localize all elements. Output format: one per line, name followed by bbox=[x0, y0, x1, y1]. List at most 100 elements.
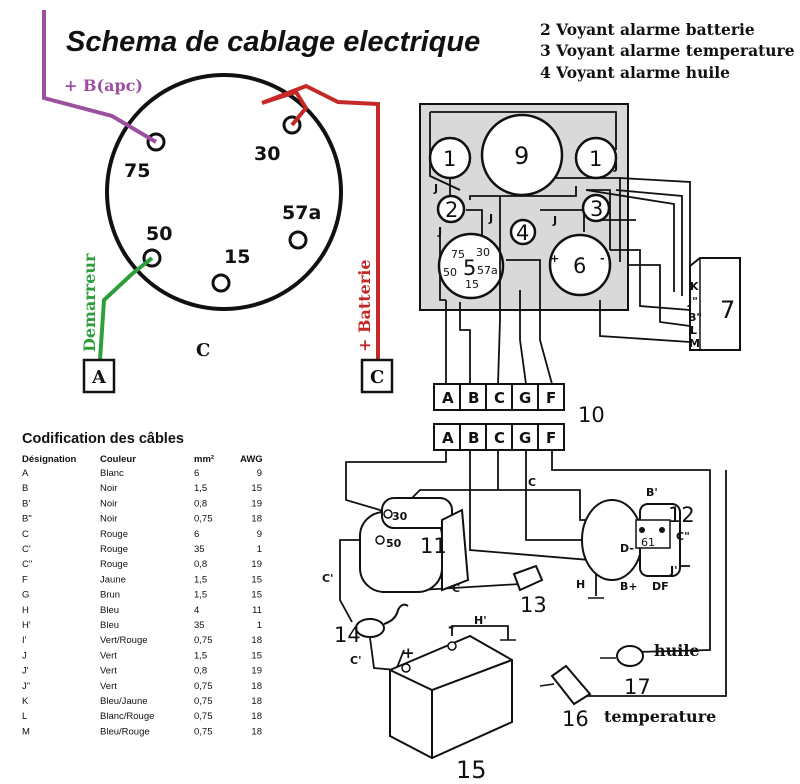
table-header-awg: AWG bbox=[240, 454, 263, 465]
battery-label-15: 15 bbox=[456, 756, 487, 784]
mini-pin-50: 50 bbox=[443, 266, 457, 279]
table-header-mm2: mm² bbox=[194, 454, 214, 465]
connector-7-pin-m: M bbox=[689, 337, 700, 350]
table-cell: 9 bbox=[257, 468, 262, 479]
wire-mark-c-2: C bbox=[452, 582, 460, 595]
table-cell: 0,8 bbox=[194, 666, 207, 677]
starter-wire-label: Demarreur bbox=[80, 253, 99, 352]
ignition-switch: 75 30 50 57a 15 C bbox=[105, 73, 343, 361]
table-cell: Bleu/Rouge bbox=[100, 726, 150, 737]
connector-10-bottom: A B C G F bbox=[433, 423, 565, 451]
table-cell: 18 bbox=[251, 635, 262, 646]
starter-pin-30: 30 bbox=[392, 510, 408, 523]
table-cell: Vert bbox=[100, 681, 117, 692]
terminal-15 bbox=[211, 273, 231, 293]
switch-label: C bbox=[196, 340, 210, 361]
panel-j-mark-5: J bbox=[613, 160, 618, 173]
oil-sensor-17: 17 huile bbox=[600, 641, 700, 699]
legend-item-temperature: 3 Voyant alarme temperature bbox=[540, 41, 795, 60]
connector-10-bottom-f: F bbox=[546, 429, 556, 447]
table-cell: Blanc/Rouge bbox=[100, 711, 154, 722]
warning-lamp-2 bbox=[436, 194, 466, 224]
apc-wire-label: + B(apc) bbox=[64, 76, 143, 95]
table-cell: 1 bbox=[257, 544, 262, 555]
temperature-sensor-16: 16 temperature bbox=[539, 664, 716, 731]
table-cell: J' bbox=[22, 666, 29, 677]
table-cell: 6 bbox=[194, 529, 199, 540]
table-cell: Vert/Rouge bbox=[100, 635, 148, 646]
pin-label-75: 75 bbox=[124, 160, 150, 182]
pin-label-50: 50 bbox=[146, 223, 172, 245]
table-cell: Noir bbox=[100, 514, 117, 525]
alternator-pin-df: DF bbox=[652, 580, 669, 593]
table-cell: Brun bbox=[100, 590, 120, 601]
table-cell: 19 bbox=[251, 666, 262, 677]
connector-7: K J" B" L M 7 bbox=[687, 257, 741, 351]
panel-j-mark-4: J bbox=[552, 214, 557, 227]
table-cell: Bleu/Jaune bbox=[100, 696, 148, 707]
alternator-label-12: 12 bbox=[668, 503, 695, 527]
connector-10-top: A B C G F bbox=[433, 383, 565, 411]
table-cell: 15 bbox=[251, 590, 262, 601]
table-cell: 1 bbox=[257, 620, 262, 631]
table-cell: 0,8 bbox=[194, 559, 207, 570]
sensor-label-17: 17 bbox=[624, 675, 651, 699]
wire-mark-c-1: C bbox=[528, 476, 536, 489]
table-cell: 35 bbox=[194, 544, 205, 555]
table-cell: 0,75 bbox=[194, 711, 213, 722]
terminal-box-a-label: A bbox=[91, 367, 107, 388]
panel-j-mark-1: J bbox=[433, 182, 438, 195]
starter-wire bbox=[98, 256, 154, 361]
table-cell: 1,5 bbox=[194, 574, 207, 585]
sensor-name-temperature: temperature bbox=[604, 707, 716, 726]
connector-7-pin-k: K bbox=[690, 280, 699, 293]
connector-7-pin-j2: J" bbox=[687, 295, 698, 308]
connector-13: 13 bbox=[512, 564, 547, 617]
alternator-12: 12 B' C" D- 61 J' H B+ DF bbox=[576, 486, 695, 599]
table-cell: Bleu bbox=[100, 620, 119, 631]
table-cell: 0,8 bbox=[194, 498, 207, 509]
sensor-label-16: 16 bbox=[562, 707, 589, 731]
starter-label-11: 11 bbox=[420, 534, 447, 558]
table-cell: 1,5 bbox=[194, 483, 207, 494]
apc-wire bbox=[42, 10, 158, 144]
table-cell: 15 bbox=[251, 574, 262, 585]
table-cell: 9 bbox=[257, 529, 262, 540]
instrument-panel: 1 9 1 2 3 4 5 6 75 30 50 57a 15 J J J J … bbox=[419, 103, 636, 311]
sensor-name-oil: huile bbox=[654, 641, 700, 660]
table-cell: J bbox=[22, 650, 27, 661]
mini-pin-30: 30 bbox=[476, 246, 490, 259]
table-cell: 6 bbox=[194, 468, 199, 479]
mini-switch-5 bbox=[437, 232, 505, 300]
mini-switch-label-5: 5 bbox=[463, 256, 476, 280]
table-cell: C' bbox=[22, 544, 31, 555]
alternator-pin-b1: B' bbox=[646, 486, 658, 499]
gauge-6-plus: + bbox=[550, 252, 559, 265]
lamp-label-4: 4 bbox=[516, 221, 529, 245]
table-cell: 18 bbox=[251, 681, 262, 692]
legend-item-battery: 2 Voyant alarme batterie bbox=[540, 20, 755, 39]
starter-pin-50: 50 bbox=[386, 537, 402, 550]
table-header-couleur: Couleur bbox=[100, 454, 136, 465]
table-cell: 1,5 bbox=[194, 590, 207, 601]
table-cell: 35 bbox=[194, 620, 205, 631]
table-cell: 0,75 bbox=[194, 726, 213, 737]
connector-10-top-g: G bbox=[519, 389, 531, 407]
gauge-9 bbox=[480, 113, 564, 197]
table-cell: Bleu bbox=[100, 605, 119, 616]
warning-lamp-3 bbox=[581, 193, 611, 223]
table-cell: G bbox=[22, 590, 29, 601]
table-cell: Blanc bbox=[100, 468, 124, 479]
gauge-1-left bbox=[428, 136, 472, 180]
lamp-label-3: 3 bbox=[590, 197, 603, 221]
